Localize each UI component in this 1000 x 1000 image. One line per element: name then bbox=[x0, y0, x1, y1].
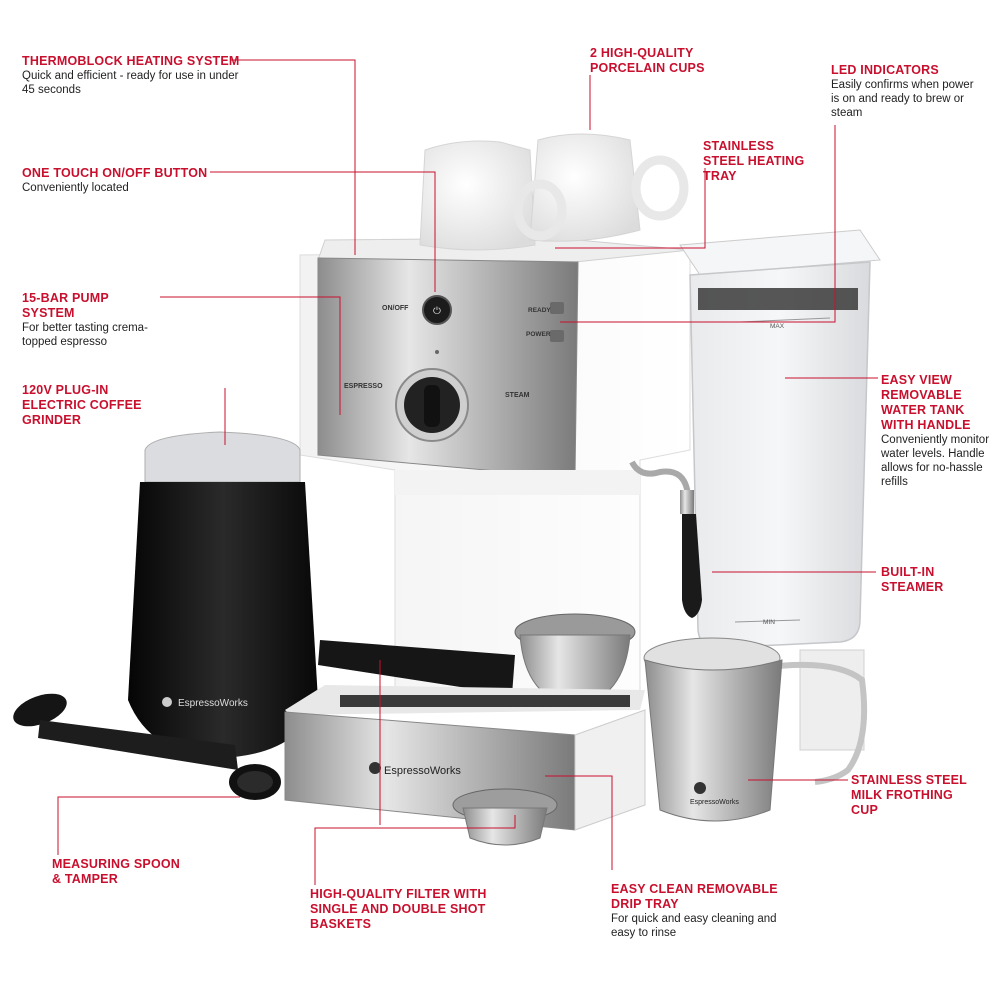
steam-wand bbox=[629, 460, 702, 618]
label-ready: READY bbox=[528, 307, 551, 314]
portafilter bbox=[318, 613, 636, 706]
tamper-and-spoon bbox=[13, 693, 281, 800]
cup-brand: EspressoWorks bbox=[690, 799, 739, 806]
callout-tank: EASY VIEW REMOVABLE WATER TANK WITH HAND… bbox=[881, 373, 993, 489]
callout-desc: Easily confirms when power is on and rea… bbox=[831, 79, 974, 119]
coffee-grinder bbox=[128, 431, 318, 758]
callout-title: EASY VIEW REMOVABLE WATER TANK WITH HAND… bbox=[881, 373, 971, 432]
label-steam: STEAM bbox=[505, 392, 530, 399]
label-min: MIN bbox=[763, 619, 775, 626]
callout-tray: STAINLESS STEEL HEATING TRAY bbox=[703, 139, 813, 184]
label-max: MAX bbox=[770, 323, 785, 330]
callout-title: 15-BAR PUMP SYSTEM bbox=[22, 291, 109, 320]
svg-text:⏻: ⏻ bbox=[433, 306, 441, 317]
callout-title: 2 HIGH-QUALITY PORCELAIN CUPS bbox=[590, 46, 705, 75]
drip-tray-brand: EspressoWorks bbox=[384, 765, 461, 777]
espresso-machine: ⏻ bbox=[299, 237, 691, 706]
callout-title: MEASURING SPOON & TAMPER bbox=[52, 857, 181, 886]
water-tank bbox=[679, 229, 881, 751]
callout-title: STAINLESS STEEL HEATING TRAY bbox=[703, 139, 805, 183]
callout-title: THERMOBLOCK HEATING SYSTEM bbox=[22, 54, 240, 68]
porcelain-cups bbox=[419, 133, 689, 251]
callout-pump: 15-BAR PUMP SYSTEM For better tasting cr… bbox=[22, 291, 162, 349]
callout-title: STAINLESS STEEL MILK FROTHING CUP bbox=[851, 773, 967, 817]
label-onoff: ON/OFF bbox=[382, 305, 409, 312]
callout-desc: For better tasting crema-topped espresso bbox=[22, 322, 148, 348]
callout-desc: Conveniently monitor water levels. Handl… bbox=[881, 434, 990, 488]
callout-desc: Conveniently located bbox=[22, 182, 129, 194]
callout-title: HIGH-QUALITY FILTER WITH SINGLE AND DOUB… bbox=[310, 887, 487, 931]
callout-title: EASY CLEAN REMOVABLE DRIP TRAY bbox=[611, 882, 778, 911]
grinder-brand: EspressoWorks bbox=[178, 698, 248, 709]
callout-filter: HIGH-QUALITY FILTER WITH SINGLE AND DOUB… bbox=[310, 887, 535, 932]
callout-cups: 2 HIGH-QUALITY PORCELAIN CUPS bbox=[590, 46, 720, 76]
callout-led: LED INDICATORS Easily confirms when powe… bbox=[831, 63, 981, 120]
callout-thermoblock: THERMOBLOCK HEATING SYSTEM Quick and eff… bbox=[22, 54, 242, 97]
callout-spoon: MEASURING SPOON & TAMPER bbox=[52, 857, 182, 887]
callout-steamer: BUILT-IN STEAMER bbox=[881, 565, 996, 595]
callout-desc: Quick and efficient - ready for use in u… bbox=[22, 70, 239, 96]
callout-onoff: ONE TOUCH ON/OFF BUTTON Conveniently loc… bbox=[22, 166, 222, 195]
callout-title: 120V PLUG-IN ELECTRIC COFFEE GRINDER bbox=[22, 383, 142, 427]
callout-cup: STAINLESS STEEL MILK FROTHING CUP bbox=[851, 773, 981, 818]
callout-title: ONE TOUCH ON/OFF BUTTON bbox=[22, 166, 208, 180]
label-espresso: ESPRESSO bbox=[344, 383, 383, 390]
frothing-cup bbox=[643, 637, 868, 822]
label-power: POWER bbox=[526, 331, 551, 338]
filter-basket bbox=[452, 788, 558, 846]
callout-drip: EASY CLEAN REMOVABLE DRIP TRAY For quick… bbox=[611, 882, 796, 940]
callout-desc: For quick and easy cleaning and easy to … bbox=[611, 913, 777, 939]
callout-grinder: 120V PLUG-IN ELECTRIC COFFEE GRINDER bbox=[22, 383, 147, 428]
callout-title: BUILT-IN STEAMER bbox=[881, 565, 944, 594]
callout-title: LED INDICATORS bbox=[831, 63, 939, 77]
